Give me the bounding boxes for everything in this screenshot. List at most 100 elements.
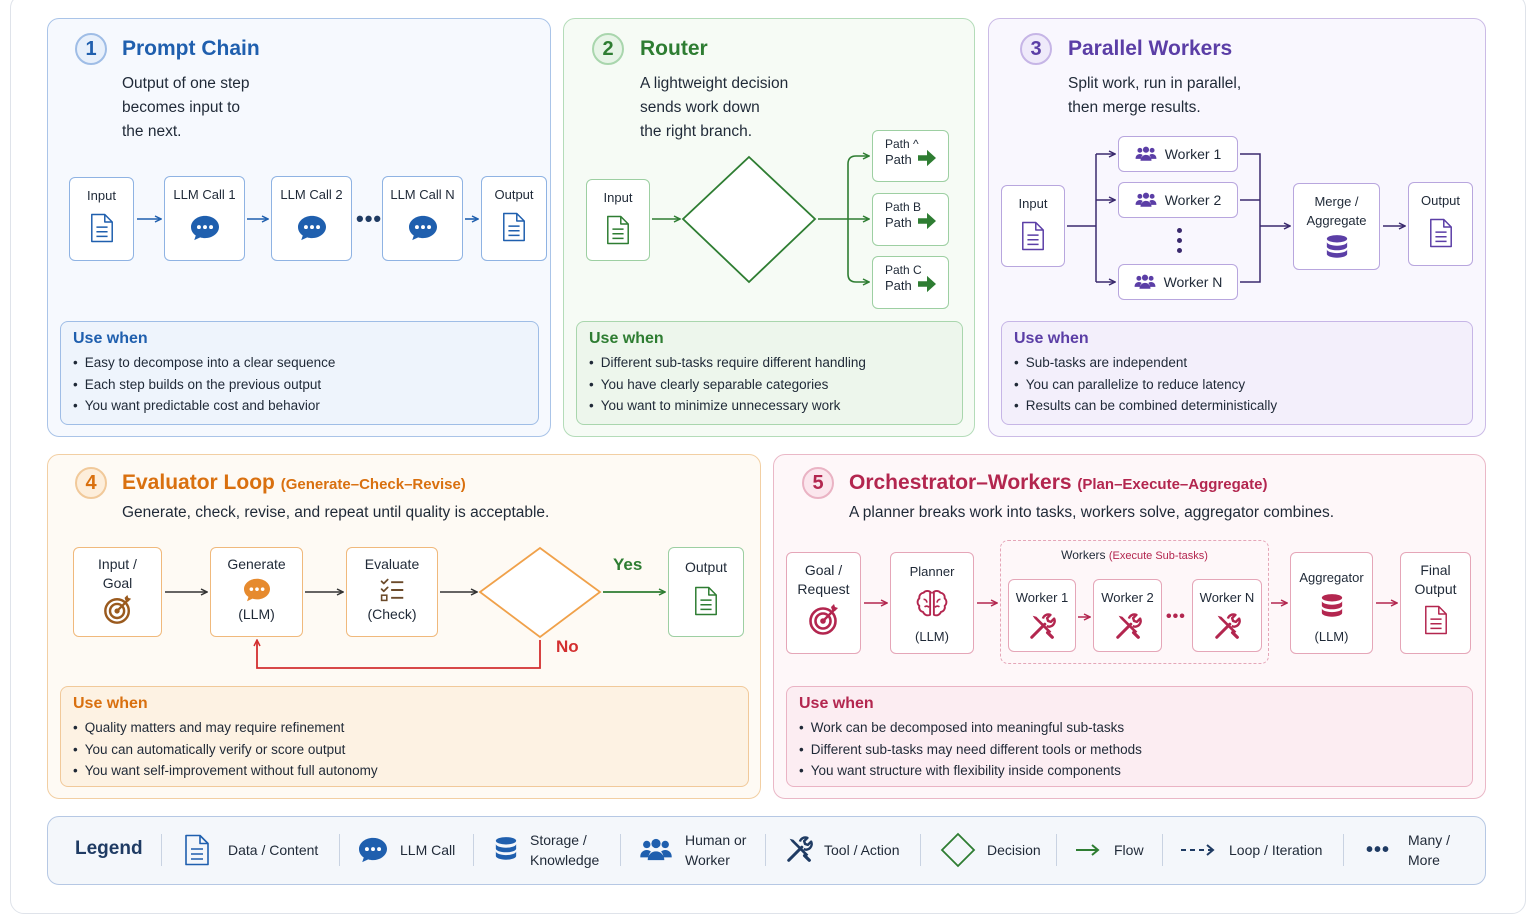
legend-divider (920, 834, 921, 866)
people-icon (639, 838, 673, 862)
document-icon (1428, 218, 1454, 248)
panel-number-badge: 4 (75, 467, 107, 499)
document-icon (693, 585, 719, 617)
node-worker-1: Worker 1 (1008, 579, 1076, 652)
target-icon (808, 604, 840, 636)
node-input-goal: Input / Goal (73, 547, 162, 637)
panel-title: Evaluator Loop (Generate–Check–Revise) (122, 471, 466, 494)
node-final-output: Final Output (1400, 552, 1471, 654)
node-output: Output (1408, 182, 1473, 266)
chat-icon (242, 577, 272, 603)
legend-item-flow: Flow (1075, 836, 1144, 864)
document-icon (89, 213, 115, 243)
no-label: No (556, 637, 579, 656)
people-icon (1135, 146, 1157, 162)
node-worker-n: Worker N (1192, 579, 1262, 652)
node-worker-1: Worker 1 (1118, 136, 1238, 172)
node-merge-aggregate: Merge / Aggregate (1293, 183, 1380, 270)
document-icon (1423, 604, 1449, 636)
node-input: Input (1001, 185, 1065, 267)
legend-title: Legend (75, 838, 143, 859)
panel-number-badge: 2 (592, 33, 624, 65)
legend-divider (765, 834, 766, 866)
legend-divider (620, 834, 621, 866)
use-when-box: Use when Work can be decomposed into mea… (786, 686, 1473, 787)
use-when-box: Use when Easy to decompose into a clear … (60, 321, 539, 425)
panel-title: Parallel Workers (1068, 37, 1233, 60)
node-llm-call-1: LLM Call 1 (164, 176, 245, 261)
legend-divider (1343, 834, 1344, 866)
use-when-box: Use when Quality matters and may require… (60, 686, 749, 787)
document-icon (605, 215, 631, 245)
tool-icon (785, 836, 813, 864)
ellipsis-dots: ••• (356, 206, 383, 231)
node-good-enough-decision: Good enough? (512, 574, 568, 609)
arrow-right-icon (916, 275, 938, 293)
use-when-box: Use when Different sub-tasks require dif… (576, 321, 963, 425)
arrow-right-icon (916, 149, 938, 167)
legend-divider (473, 834, 474, 866)
chat-icon (189, 214, 221, 242)
yes-label: Yes (613, 555, 643, 574)
legend-divider (1162, 834, 1163, 866)
node-path-c: Path C Path (872, 256, 949, 309)
node-worker-2: Worker 2 (1118, 182, 1238, 218)
panel-title: Router (640, 37, 708, 60)
legend-item-tool: Tool / Action (785, 834, 900, 866)
people-icon (1134, 274, 1156, 290)
legend-item-loop: Loop / Iteration (1180, 836, 1322, 864)
tool-icon (1213, 613, 1241, 641)
legend-item-decision: Decision (940, 832, 1041, 868)
workers-group (1000, 540, 1269, 664)
panel-description: Generate, check, revise, and repeat unti… (122, 504, 550, 521)
document-icon (501, 212, 527, 242)
node-worker-n: Worker N (1118, 264, 1238, 300)
legend-divider (161, 834, 162, 866)
panel-title: Orchestrator–Workers (Plan–Execute–Aggre… (849, 471, 1268, 494)
chat-icon (296, 214, 328, 242)
legend-item-llm: LLM Call (357, 836, 455, 864)
legend-divider (339, 834, 340, 866)
arrow-right-icon (916, 212, 938, 230)
node-llm-call-2: LLM Call 2 (271, 176, 352, 261)
tool-icon (1028, 613, 1056, 641)
database-icon (1320, 593, 1344, 621)
legend-panel (47, 816, 1486, 885)
node-evaluate: Evaluate (Check) (346, 547, 438, 637)
node-worker-2: Worker 2 (1093, 579, 1162, 652)
use-when-box: Use when Sub-tasks are independentYou ca… (1001, 321, 1473, 425)
node-aggregator: Aggregator (LLM) (1290, 552, 1373, 654)
node-input: Input (586, 179, 650, 261)
node-path-b: Path B Path (872, 193, 949, 246)
node-output: Output (668, 547, 744, 637)
vertical-ellipsis (1177, 228, 1183, 253)
document-icon (183, 833, 211, 867)
legend-item-storage: Storage /Knowledge (494, 830, 599, 870)
panel-number-badge: 1 (75, 33, 107, 65)
legend-item-many: ••• Many /More (1366, 832, 1451, 868)
node-planner: Planner (LLM) (890, 552, 974, 654)
panel-number-badge: 3 (1020, 33, 1052, 65)
node-path-a: Path ^ Path (872, 130, 949, 182)
ellipsis-dots: ••• (1166, 608, 1186, 625)
node-generate: Generate (LLM) (210, 547, 303, 637)
decision-diamond-icon (940, 832, 976, 868)
dashed-arrow-icon (1181, 844, 1215, 856)
target-icon (103, 595, 133, 625)
database-icon (1325, 234, 1349, 262)
node-output: Output (481, 176, 547, 261)
node-router: Router (LLM / Rules) (690, 183, 808, 255)
chat-icon (357, 836, 389, 864)
people-icon (1135, 192, 1157, 208)
database-icon (494, 835, 518, 865)
panel-title: Prompt Chain (122, 37, 260, 60)
arrow-right-icon (1076, 844, 1100, 856)
chat-icon (407, 214, 439, 242)
node-goal-request: Goal / Request (786, 552, 861, 654)
legend-divider (1056, 834, 1057, 866)
branch-icon (735, 223, 763, 251)
legend-item-data: Data / Content (183, 832, 318, 868)
